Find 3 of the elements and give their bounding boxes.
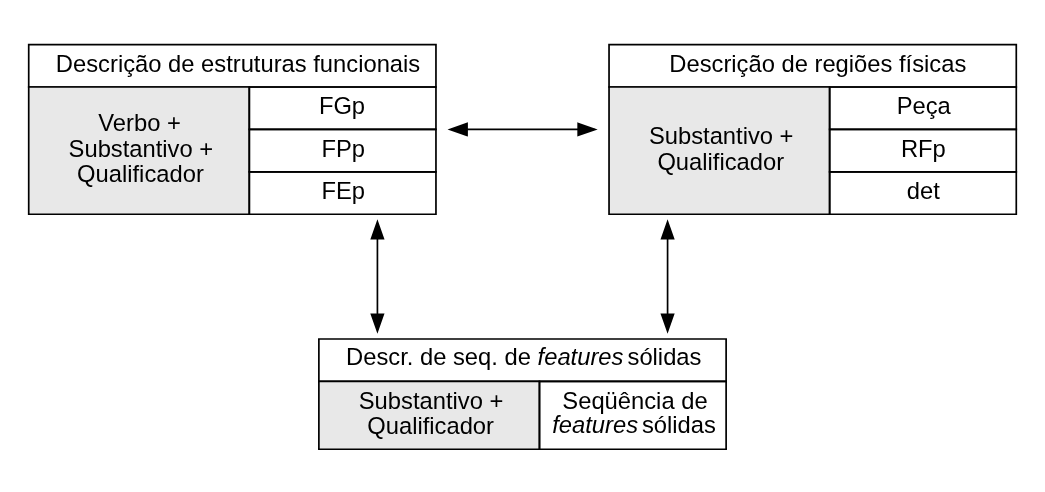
arrow xyxy=(370,218,385,334)
arrow xyxy=(447,121,598,137)
arrow xyxy=(660,218,675,334)
